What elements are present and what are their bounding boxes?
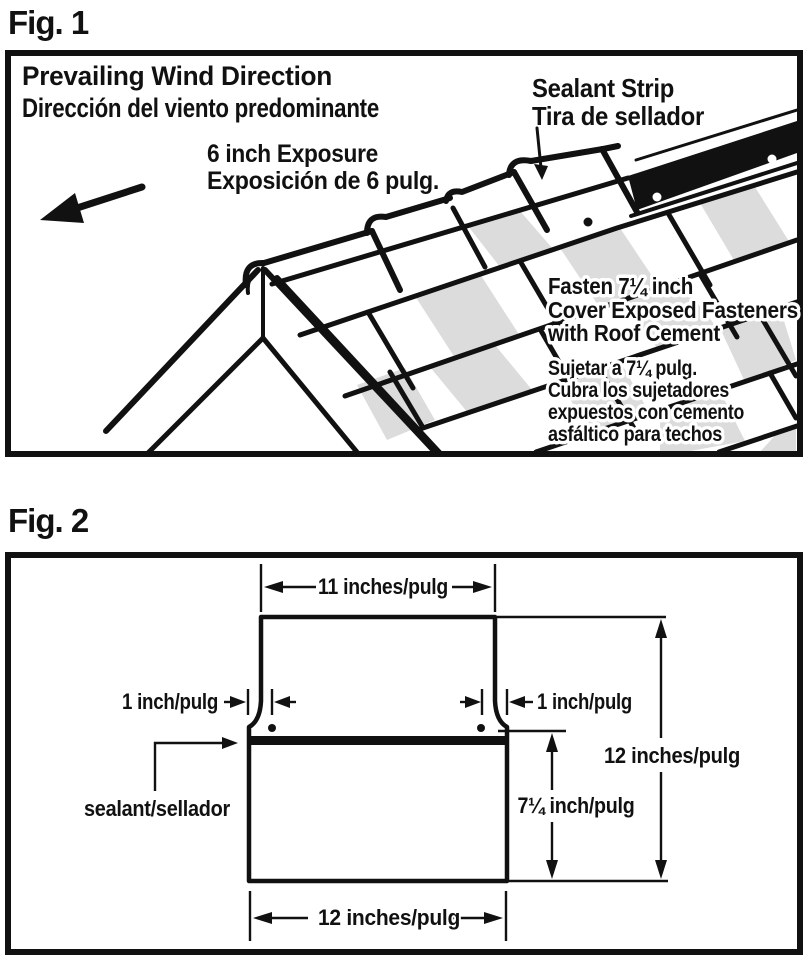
sealant-strip-label-es: Tira de sellador: [532, 101, 704, 131]
dim-left-inset: [224, 689, 296, 715]
back-ridge-line: [634, 108, 797, 162]
dim-exposure-height: [498, 729, 668, 883]
wind-direction-arrow-icon: [40, 183, 146, 223]
figure2-heading: Fig. 2: [8, 502, 89, 539]
figure1-panel: Prevailing Wind Direction Dirección del …: [5, 50, 803, 457]
figure2-border: [5, 552, 803, 955]
sealant-callout-label: sealant/sellador: [84, 796, 231, 821]
fasten-note-en-line2: Cover Exposed Fasteners: [548, 297, 798, 323]
dim-bottom-width-label: 12 inches/pulg: [318, 905, 460, 930]
dim-top-width: [259, 564, 497, 612]
fasten-note-en-line1: Fasten 7¼ inch: [548, 273, 693, 299]
dim-exposure-height-label: 7¼ inch/pulg: [518, 793, 635, 818]
sealant-strip-label-en: Sealant Strip: [532, 73, 674, 103]
fasten-note-es-line2: Cubra los sujetadores: [548, 379, 729, 402]
exposure-label-es: Exposición de 6 pulg.: [207, 167, 439, 195]
fasten-note: Fasten 7¼ inch Cover Exposed Fasteners w…: [544, 270, 802, 450]
dim-bottom-width: [248, 891, 508, 941]
exposure-label-en: 6 inch Exposure: [207, 140, 378, 168]
fasten-note-es-line3: expuestos con cemento: [548, 401, 744, 424]
dim-total-height-label: 12 inches/pulg: [604, 743, 740, 768]
roof-illustration: [103, 108, 797, 451]
exposed-fastener-dot: [583, 217, 593, 227]
fastener-hole-dot: [652, 192, 662, 202]
fasten-note-es-line1: Sujetar a 7¼ pulg.: [548, 357, 697, 380]
wind-direction-label-en: Prevailing Wind Direction: [22, 61, 332, 91]
sealant-strip-band: [628, 121, 797, 218]
fastener-dot-left: [268, 724, 276, 732]
fasten-note-en-line3: with Roof Cement: [547, 320, 720, 346]
fastener-hole-dot: [767, 154, 777, 164]
sealant-strip-pointer-arrow-icon: [534, 126, 548, 180]
dim-right-inset: [460, 689, 533, 715]
fastener-dot-right: [477, 724, 485, 732]
fasten-note-es-line4: asfáltico para techos: [548, 423, 722, 446]
dim-total-height: [497, 615, 667, 879]
wind-direction-label-es: Dirección del viento predominante: [22, 93, 379, 123]
sealant-bar: [249, 736, 507, 745]
figure1-border: [5, 50, 803, 457]
shingle-field: [297, 169, 797, 451]
sealant-callout: [153, 737, 238, 791]
shingle-outline: [246, 614, 510, 884]
dim-right-inset-label: 1 inch/pulg: [537, 689, 632, 714]
dim-top-width-label: 11 inches/pulg: [318, 574, 448, 599]
roof-edges: [103, 266, 442, 451]
ridge-cap-shingles: [242, 143, 640, 295]
dim-left-inset-label: 1 inch/pulg: [122, 689, 218, 714]
figure1-heading: Fig. 1: [8, 4, 89, 41]
sealant-callout-arrow-icon: [222, 737, 238, 749]
